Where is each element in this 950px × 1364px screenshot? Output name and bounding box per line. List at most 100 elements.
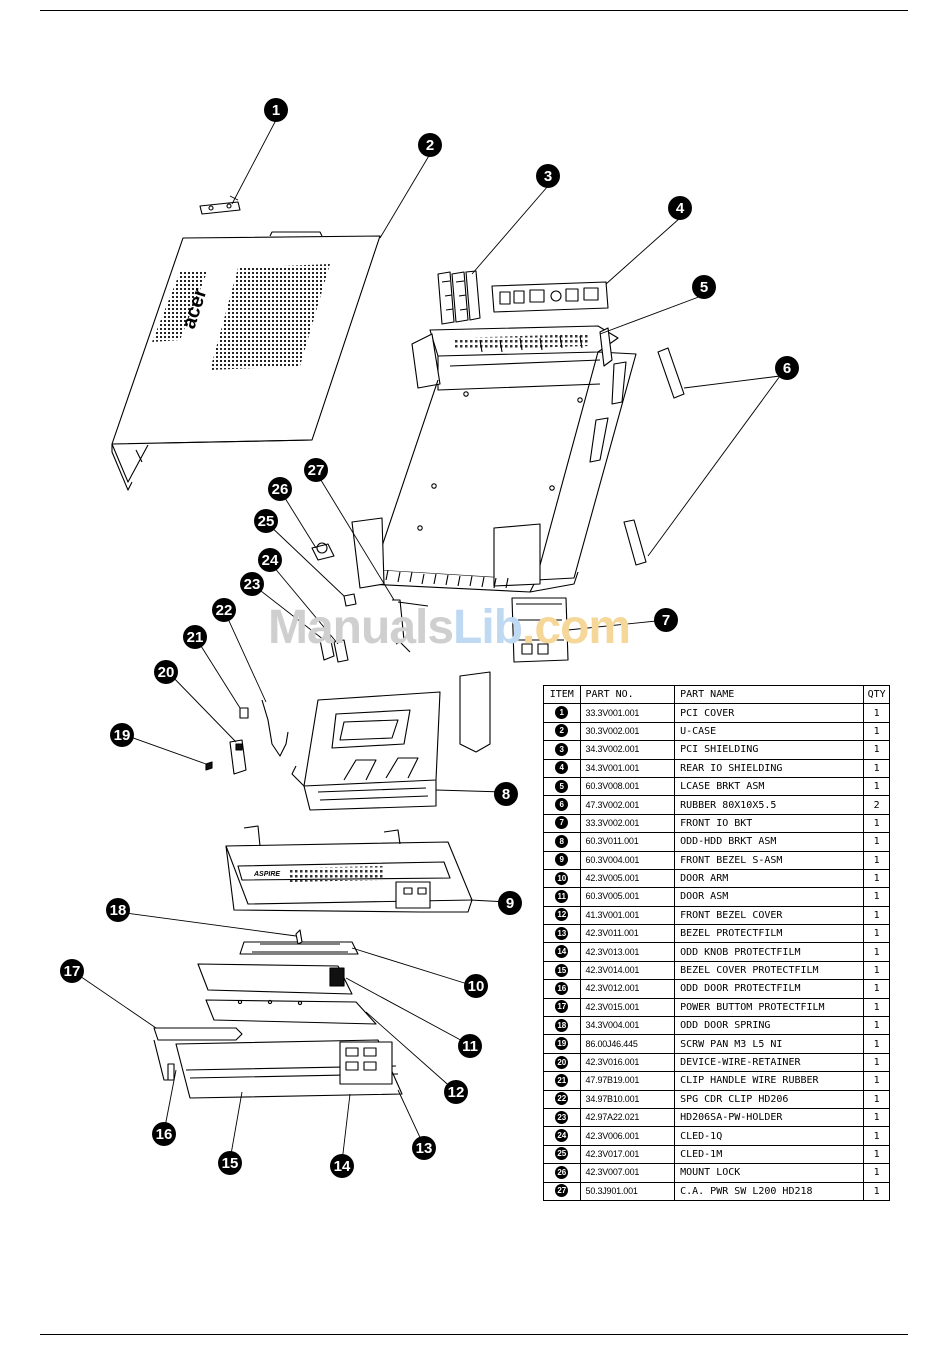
callout-14: 14	[330, 1154, 354, 1178]
pci-cover-part	[199, 201, 241, 215]
part-name: FRONT BEZEL COVER	[674, 905, 865, 926]
item-number: 8	[555, 834, 569, 848]
item-cell: 5	[543, 776, 581, 797]
door-asm-part	[197, 963, 353, 995]
quantity: 1	[863, 924, 890, 944]
svg-text:21: 21	[187, 629, 204, 646]
item-number: 19	[555, 1037, 569, 1051]
quantity: 1	[863, 721, 890, 742]
callout-6: 6	[775, 356, 799, 380]
callout-18: 18	[106, 898, 130, 922]
bezel-logo: ASPIRE	[253, 871, 280, 878]
header-rule	[40, 10, 908, 11]
part-name: PCI COVER	[674, 703, 865, 723]
callout-2: 2	[418, 133, 442, 157]
quantity: 1	[863, 905, 890, 926]
part-name: CLED-1M	[674, 1144, 865, 1165]
svg-text:24: 24	[262, 552, 279, 569]
item-number: 10	[555, 871, 569, 885]
callout-24: 24	[258, 548, 282, 572]
part-number: 42.3V016.001	[579, 1052, 676, 1073]
part-number: 42.3V015.001	[579, 997, 676, 1018]
part-name: C.A. PWR SW L200 HD218	[674, 1181, 865, 1201]
part-name: SCRW PAN M3 L5 NI	[674, 1034, 865, 1054]
quantity: 1	[863, 703, 890, 723]
quantity: 1	[863, 1016, 890, 1036]
part-number: 41.3V001.001	[579, 905, 676, 926]
quantity: 1	[863, 776, 890, 797]
item-cell: 13	[543, 924, 581, 944]
quantity: 1	[863, 740, 890, 760]
item-number: 3	[555, 742, 569, 756]
item-number: 1	[555, 706, 569, 720]
svg-text:13: 13	[416, 1140, 433, 1157]
quantity: 1	[863, 1052, 890, 1073]
header-part-no: PART NO.	[579, 684, 676, 705]
item-cell: 22	[543, 1089, 581, 1109]
part-name: CLED-1Q	[674, 1126, 865, 1146]
callout-1: 1	[264, 98, 288, 122]
part-name: PCI SHIELDING	[674, 740, 865, 760]
bezel-protectfilm-part	[175, 1039, 403, 1099]
svg-text:16: 16	[156, 1126, 173, 1143]
item-number: 18	[555, 1018, 569, 1032]
door-arm-part	[239, 941, 359, 955]
svg-text:18: 18	[110, 902, 127, 919]
item-number: 13	[555, 926, 569, 940]
item-number: 15	[555, 963, 569, 977]
odd-door-protectfilm-part	[153, 1027, 243, 1081]
part-number: 42.3V013.001	[579, 942, 676, 962]
part-number: 34.97B10.001	[579, 1089, 676, 1109]
callout-15: 15	[218, 1151, 242, 1175]
quantity: 1	[863, 1163, 890, 1183]
svg-text:1: 1	[272, 102, 280, 119]
part-name: DOOR ARM	[674, 868, 865, 889]
part-number: 34.3V002.001	[579, 740, 676, 760]
callout-10: 10	[464, 974, 488, 998]
svg-text:4: 4	[676, 200, 685, 217]
quantity: 1	[863, 832, 890, 852]
part-name: REAR IO SHIELDING	[674, 758, 865, 778]
part-name: SPG CDR CLIP HD206	[674, 1089, 865, 1109]
item-number: 6	[555, 798, 569, 812]
item-cell: 8	[543, 832, 581, 852]
quantity: 1	[863, 997, 890, 1018]
pci-shielding-part	[437, 270, 481, 325]
rubber-foot-part	[623, 347, 685, 566]
part-number: 33.3V001.001	[579, 703, 676, 723]
callout-27: 27	[304, 458, 328, 482]
item-number: 4	[555, 761, 569, 775]
part-number: 42.3V007.001	[579, 1163, 676, 1183]
item-cell: 15	[543, 960, 581, 981]
header-item: ITEM	[543, 684, 581, 705]
callout-25: 25	[254, 509, 278, 533]
small-parts	[205, 542, 429, 945]
item-cell: 10	[543, 868, 581, 889]
item-cell: 12	[543, 905, 581, 926]
item-number: 22	[555, 1092, 569, 1106]
part-name: U-CASE	[674, 721, 865, 742]
part-number: 34.3V001.001	[579, 758, 676, 778]
svg-text:5: 5	[700, 279, 708, 296]
part-name: CLIP HANDLE WIRE RUBBER	[674, 1071, 865, 1091]
callout-19: 19	[110, 723, 134, 747]
item-number: 14	[555, 945, 569, 959]
part-number: 50.3J901.001	[579, 1181, 676, 1201]
svg-text:9: 9	[506, 895, 514, 912]
callout-20: 20	[154, 660, 178, 684]
part-name: DOOR ASM	[674, 887, 865, 907]
item-cell: 19	[543, 1034, 581, 1054]
item-cell: 17	[543, 997, 581, 1018]
item-cell: 24	[543, 1126, 581, 1146]
callout-22: 22	[212, 598, 236, 622]
